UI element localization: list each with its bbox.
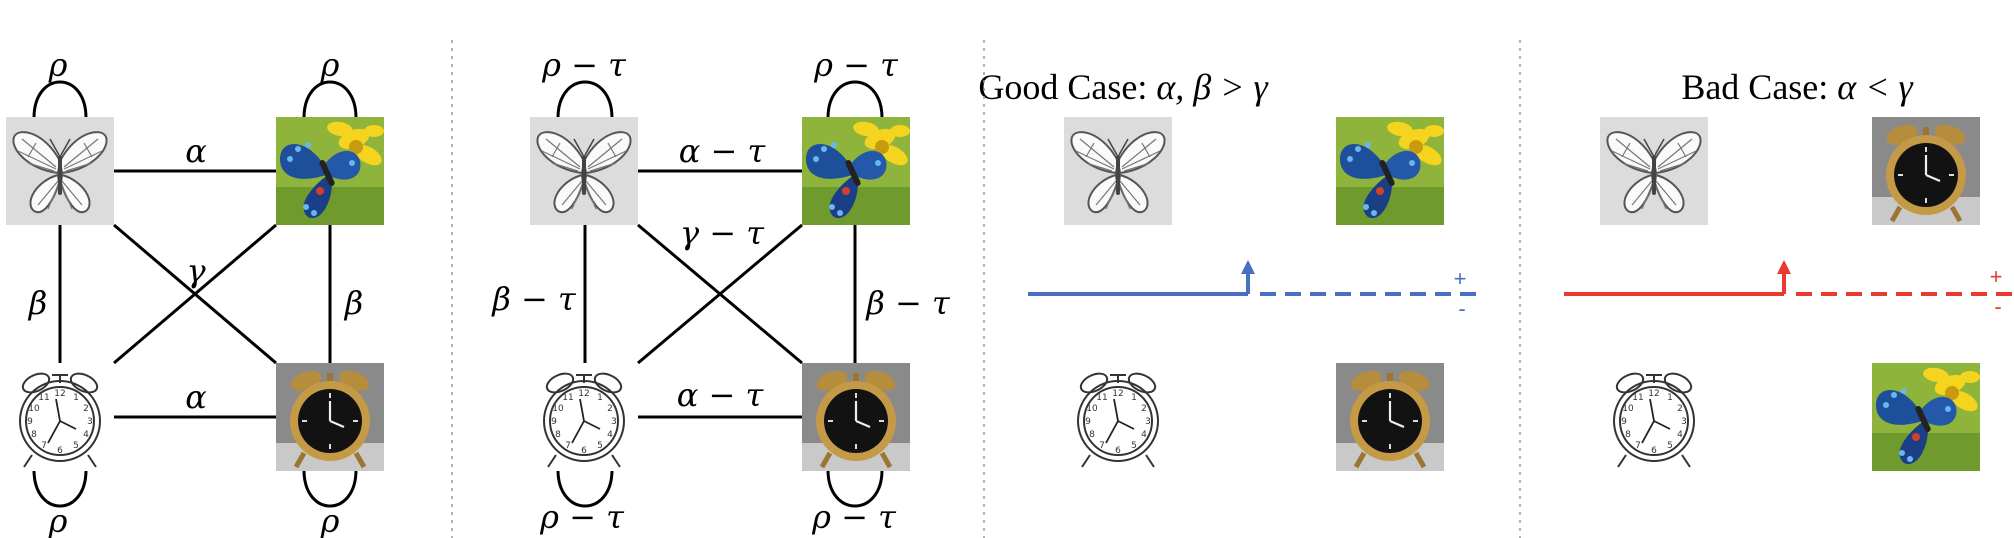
self-loop bbox=[32, 80, 88, 119]
shifted-graph-panel bbox=[556, 80, 884, 508]
label-left: β bbox=[28, 284, 48, 322]
bad-case-title-math: α < γ bbox=[1837, 67, 1913, 107]
label-loop: ρ bbox=[320, 502, 340, 538]
arrow-up-icon bbox=[1241, 260, 1255, 274]
butterfly-sketch-icon bbox=[6, 117, 114, 225]
label-loop: ρ bbox=[48, 46, 68, 84]
self-loop bbox=[826, 80, 884, 119]
label-right: β − τ bbox=[865, 284, 951, 322]
butterfly-photo-icon bbox=[276, 117, 384, 225]
self-loop bbox=[302, 469, 358, 508]
clock-photo-icon bbox=[1872, 117, 1980, 225]
minus-sign: - bbox=[1994, 294, 2001, 319]
butterfly-sketch-icon bbox=[1064, 117, 1172, 225]
self-loop bbox=[302, 80, 358, 119]
butterfly-photo-icon bbox=[1872, 363, 1980, 471]
label-bottom: α − τ bbox=[677, 376, 765, 414]
minus-sign: - bbox=[1458, 296, 1465, 321]
label-loop: ρ − τ bbox=[539, 498, 625, 536]
label-loop: ρ − τ bbox=[811, 498, 897, 536]
label-cross: γ bbox=[186, 252, 206, 290]
clock-photo-icon bbox=[1336, 363, 1444, 471]
self-loop bbox=[556, 80, 614, 119]
label-bottom: α bbox=[185, 378, 207, 416]
plus-sign: + bbox=[1990, 264, 2003, 289]
good-case-threshold bbox=[1028, 272, 1478, 296]
bad-case-title-text: Bad Case: bbox=[1681, 67, 1838, 107]
bad-case-threshold bbox=[1564, 272, 2014, 296]
clock-sketch-icon bbox=[530, 363, 638, 471]
label-loop: ρ − τ bbox=[813, 46, 899, 84]
bad-case-title: Bad Case: α < γ bbox=[1681, 66, 1912, 108]
good-case-title-math: α, β > γ bbox=[1156, 67, 1268, 107]
label-loop: ρ − τ bbox=[541, 46, 627, 84]
label-left: β − τ bbox=[491, 280, 577, 318]
label-top: α − τ bbox=[679, 132, 767, 170]
clock-photo-icon bbox=[802, 363, 910, 471]
clock-sketch-icon bbox=[1064, 363, 1172, 471]
label-top: α bbox=[185, 132, 207, 170]
self-loop bbox=[556, 469, 614, 508]
edge-cross-up bbox=[637, 223, 803, 365]
label-loop: ρ bbox=[48, 502, 68, 538]
plus-sign: + bbox=[1454, 266, 1467, 291]
clock-sketch-icon bbox=[6, 363, 114, 471]
label-right: β bbox=[344, 284, 364, 322]
clock-photo-icon bbox=[276, 363, 384, 471]
good-case-title: Good Case: α, β > γ bbox=[978, 66, 1267, 108]
arrow-up-icon bbox=[1777, 260, 1791, 274]
good-case-title-text: Good Case: bbox=[978, 67, 1157, 107]
self-loop bbox=[826, 469, 884, 508]
butterfly-photo-icon bbox=[1336, 117, 1444, 225]
label-loop: ρ bbox=[320, 46, 340, 84]
butterfly-sketch-icon bbox=[1600, 117, 1708, 225]
label-cross: γ − τ bbox=[680, 214, 765, 252]
butterfly-sketch-icon bbox=[530, 117, 638, 225]
self-loop bbox=[32, 469, 88, 508]
butterfly-photo-icon bbox=[802, 117, 910, 225]
clock-sketch-icon bbox=[1600, 363, 1708, 471]
similarity-graph-panel bbox=[32, 80, 358, 508]
edge-cross-up bbox=[113, 223, 277, 365]
